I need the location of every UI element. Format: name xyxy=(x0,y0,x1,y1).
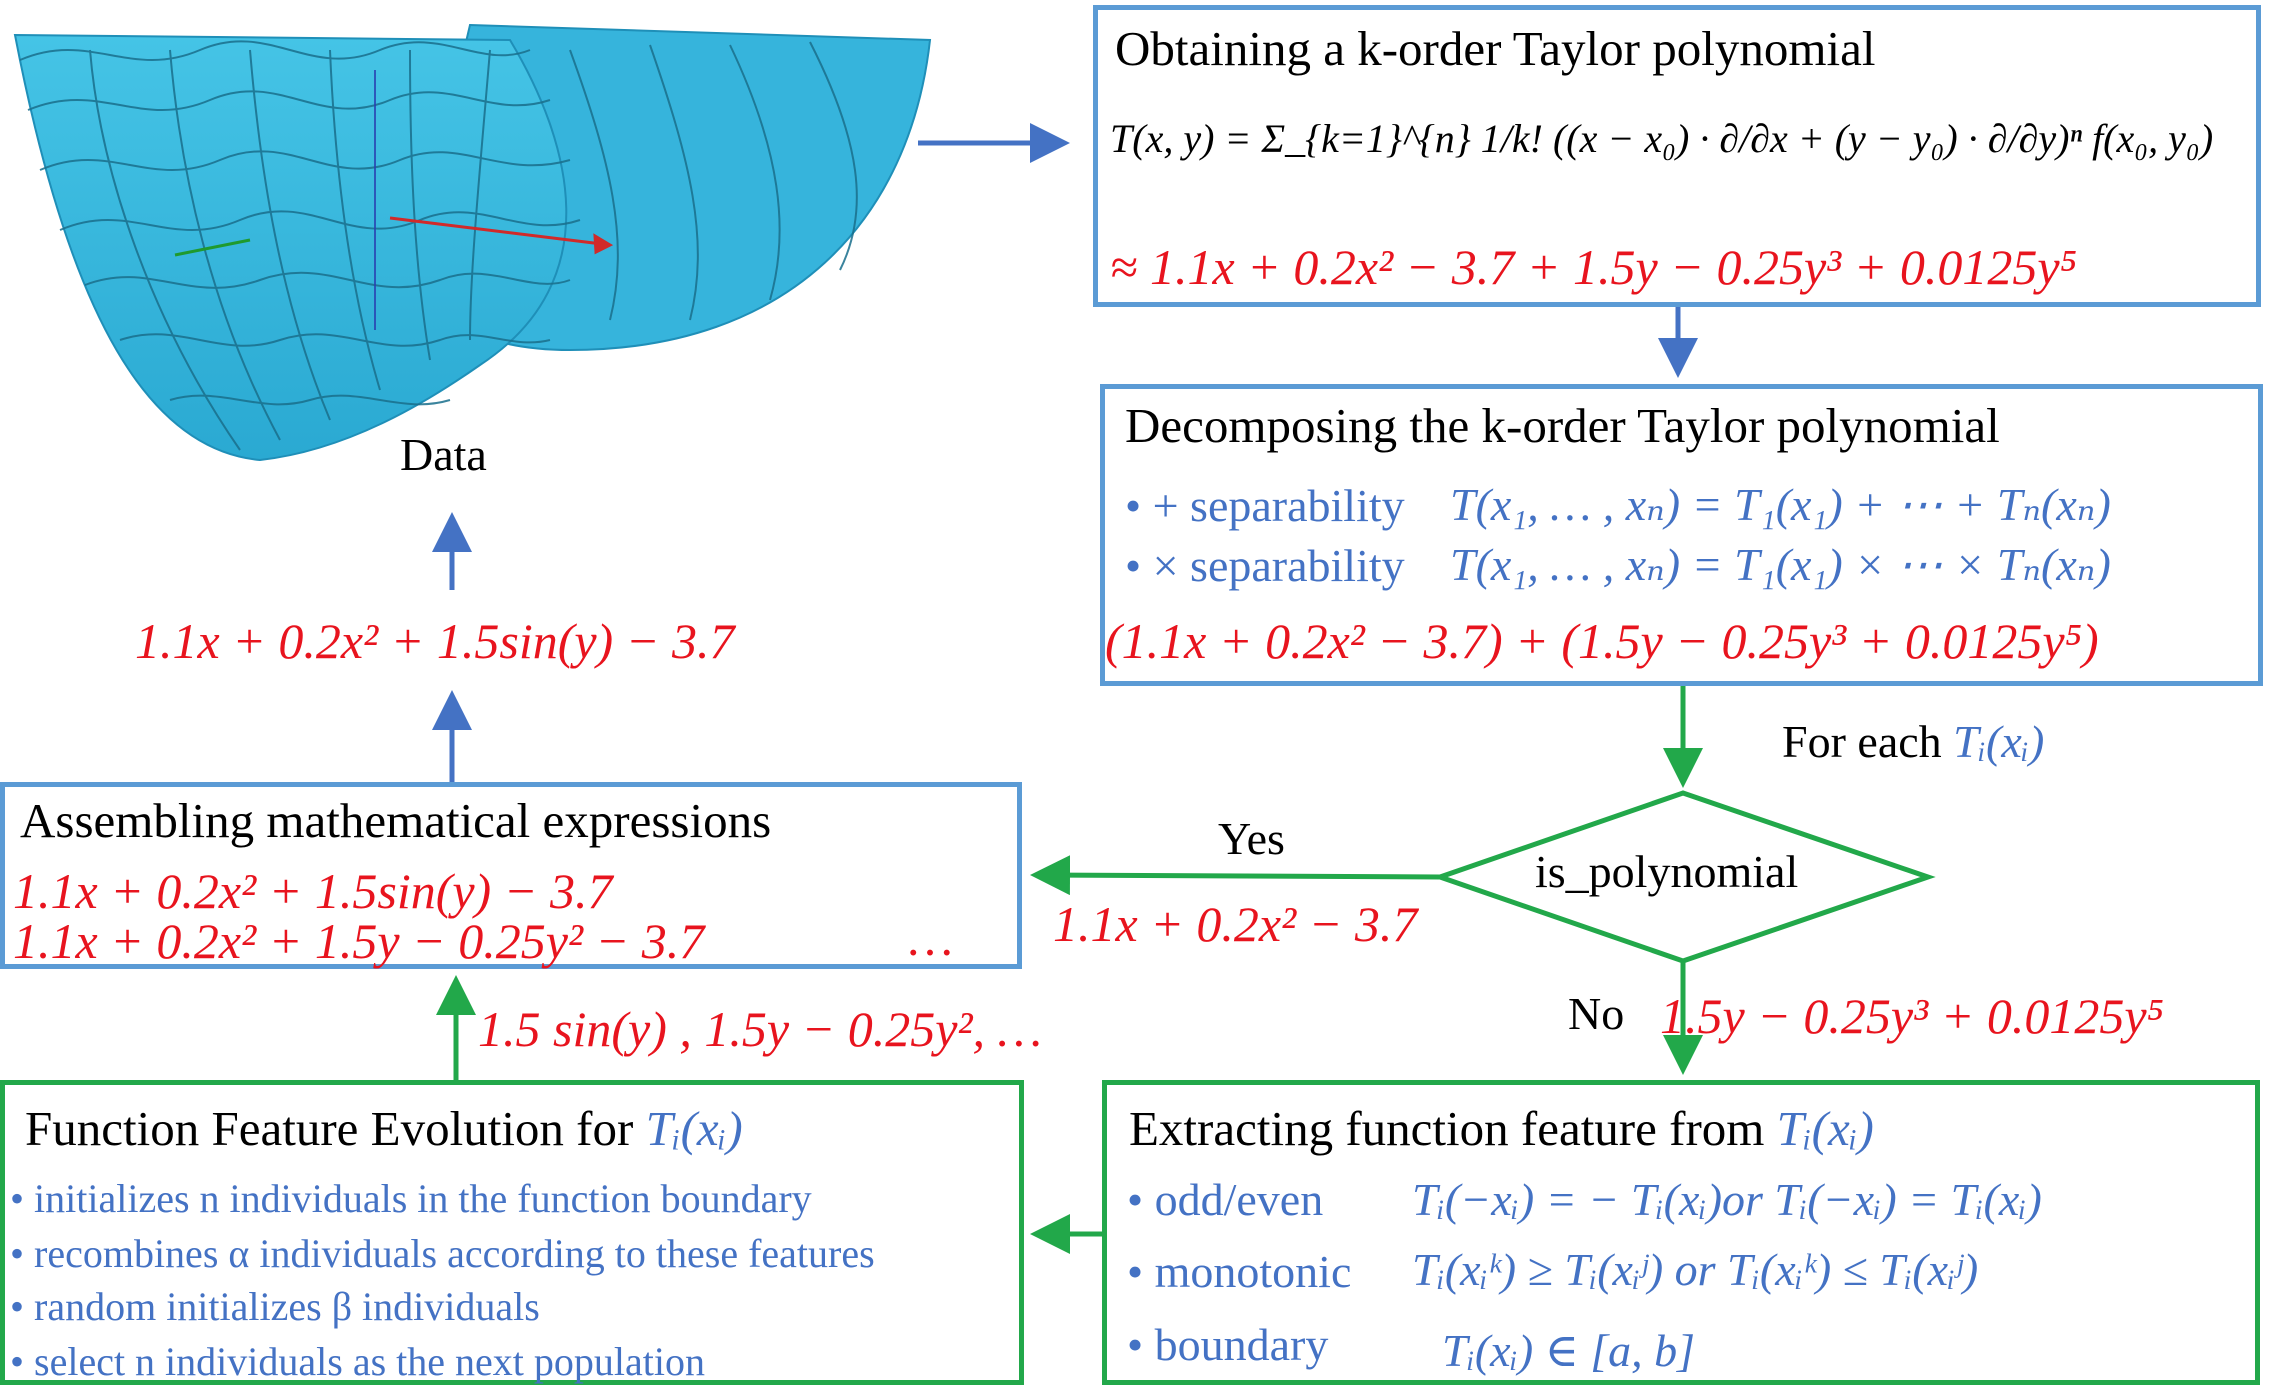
no-expression: 1.5y − 0.25y³ + 0.0125y⁵ xyxy=(1660,988,2164,1044)
arrow-yes-to-assemble xyxy=(1030,855,1441,896)
evolution-item-3: • random initializes β individuals xyxy=(10,1284,540,1329)
evolution-title-text: Function Feature Evolution for xyxy=(25,1101,634,1156)
odd-even-formula: Tᵢ(−xᵢ) = − Tᵢ(xᵢ)or Tᵢ(−xᵢ) = Tᵢ(xᵢ) xyxy=(1412,1174,2042,1225)
extract-title-text: Extracting function feature from xyxy=(1129,1101,1765,1156)
decomposition-result: (1.1x + 0.2x² − 3.7) + (1.5y − 0.25y³ + … xyxy=(1105,613,2099,669)
taylor-formula: T(x, y) = Σ_{k=1}^{n} 1/k! ((x − x₀) · ∂… xyxy=(1110,116,2214,161)
extract-box: Extracting function feature from Tᵢ(xᵢ) … xyxy=(1102,1080,2260,1385)
data-expression: 1.1x + 0.2x² + 1.5sin(y) − 3.7 xyxy=(135,613,735,669)
monotonic-formula: Tᵢ(xᵢᵏ) ≥ Tᵢ(xᵢʲ) or Tᵢ(xᵢᵏ) ≤ Tᵢ(xᵢʲ) xyxy=(1412,1244,1979,1295)
for-each-text: For each xyxy=(1782,716,1942,767)
decompose-title: Decomposing the k-order Taylor polynomia… xyxy=(1125,398,2000,453)
extract-title-term: Tᵢ(xᵢ) xyxy=(1776,1101,1874,1156)
features-expression: 1.5 sin(y) , 1.5y − 0.25y², … xyxy=(478,1001,1042,1057)
decompose-box: Decomposing the k-order Taylor polynomia… xyxy=(1100,384,2263,686)
taylor-title: Obtaining a k-order Taylor polynomial xyxy=(1115,21,1876,76)
monotonic-label: • monotonic xyxy=(1127,1246,1352,1297)
taylor-approximation: ≈ 1.1x + 0.2x² − 3.7 + 1.5y − 0.25y³ + 0… xyxy=(1110,239,2077,295)
evolution-item-2: • recombines α individuals according to … xyxy=(10,1231,875,1276)
evolution-title: Function Feature Evolution for Tᵢ(xᵢ) xyxy=(25,1100,743,1157)
data-label: Data xyxy=(400,429,487,480)
odd-even-label: • odd/even xyxy=(1127,1174,1324,1225)
evolution-title-term: Tᵢ(xᵢ) xyxy=(645,1101,743,1156)
evolution-item-1: • initializes n individuals in the funct… xyxy=(10,1176,812,1221)
plus-separability-label: • + separability xyxy=(1125,480,1405,531)
assemble-line-2: 1.1x + 0.2x² + 1.5y − 0.25y² − 3.7 xyxy=(13,913,705,969)
surface-plot-image xyxy=(13,23,932,462)
for-each-label: For each Tᵢ(xᵢ) xyxy=(1782,715,2044,768)
evolution-item-4: • select n individuals as the next popul… xyxy=(10,1339,705,1384)
assemble-ellipsis: … xyxy=(905,910,955,966)
plus-separability-formula: T(x₁, … , xₙ) = T₁(x₁) + ⋯ + Tₙ(xₙ) xyxy=(1450,479,2111,530)
boundary-label: • boundary xyxy=(1127,1319,1329,1370)
extract-title: Extracting function feature from Tᵢ(xᵢ) xyxy=(1129,1100,1874,1157)
assemble-box: Assembling mathematical expressions 1.1x… xyxy=(0,782,1022,969)
times-separability-label: • × separability xyxy=(1125,540,1405,591)
assemble-line-1: 1.1x + 0.2x² + 1.5sin(y) − 3.7 xyxy=(13,863,613,919)
for-each-term: Tᵢ(xᵢ) xyxy=(1953,716,2045,767)
decision-label: is_polynomial xyxy=(1535,846,1799,897)
boundary-formula: Tᵢ(xᵢ) ∈ [a, b] xyxy=(1442,1325,1696,1376)
times-separability-formula: T(x₁, … , xₙ) = T₁(x₁) × ⋯ × Tₙ(xₙ) xyxy=(1450,539,2111,590)
assemble-title: Assembling mathematical expressions xyxy=(20,793,772,848)
evolution-box: Function Feature Evolution for Tᵢ(xᵢ) • … xyxy=(0,1080,1024,1385)
yes-label: Yes xyxy=(1218,813,1285,864)
yes-expression: 1.1x + 0.2x² − 3.7 xyxy=(1053,896,1418,952)
taylor-polynomial-box: Obtaining a k-order Taylor polynomial T(… xyxy=(1093,5,2261,307)
no-label: No xyxy=(1568,988,1625,1039)
